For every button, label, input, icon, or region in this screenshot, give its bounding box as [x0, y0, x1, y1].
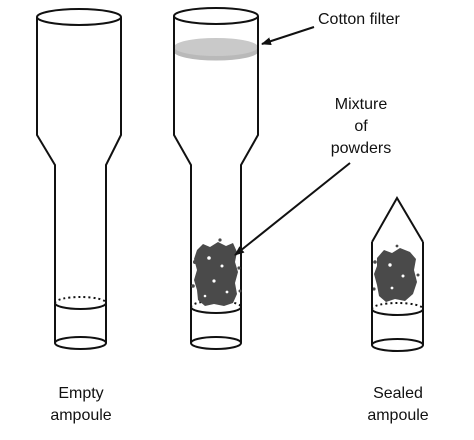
empty-ampoule-neck-rim: [54, 302, 107, 310]
cotton-filter-top: [174, 38, 258, 56]
filled-ampoule-top-rim: [173, 7, 259, 25]
mixture-arrow: [234, 162, 351, 256]
empty-ampoule-label-line1: Empty: [58, 385, 103, 402]
empty-ampoule-top-rim: [36, 8, 122, 26]
mixture-label: Mixture of powders: [331, 96, 391, 157]
mixture-label-line2: of: [354, 118, 368, 135]
sealed-ampoule-bottom: [371, 338, 424, 352]
empty-ampoule-right-wall: [105, 17, 122, 343]
mixture-label-line3: powders: [331, 140, 391, 157]
powder-mixture-sealed: [372, 244, 420, 302]
sealed-ampoule-label: Sealed ampoule: [367, 385, 428, 424]
filled-ampoule-bottom: [190, 336, 242, 350]
powder-mixture-filled: [191, 238, 242, 306]
filled-ampoule-right-wall: [240, 16, 259, 343]
sealed-ampoule-hidden-rim: [371, 302, 424, 310]
sealed-ampoule: [371, 196, 424, 352]
sealed-ampoule-rim: [371, 308, 424, 316]
mixture-label-line1: Mixture: [335, 96, 388, 113]
sealed-ampoule-label-line2: ampoule: [367, 407, 428, 424]
sealed-ampoule-label-line1: Sealed: [373, 385, 423, 402]
empty-ampoule-label: Empty ampoule: [50, 385, 111, 424]
filled-ampoule-left-wall: [173, 16, 192, 343]
empty-ampoule-left-wall: [36, 17, 56, 343]
empty-ampoule-bottom: [54, 336, 107, 350]
cotton-filter-arrow: [261, 26, 315, 46]
filled-ampoule: [173, 7, 259, 350]
empty-ampoule-label-line2: ampoule: [50, 407, 111, 424]
cotton-filter-label: Cotton filter: [318, 11, 400, 28]
sealed-ampoule-tip: [371, 196, 424, 243]
empty-ampoule-neck-hidden-rim: [54, 296, 107, 304]
empty-ampoule: [36, 8, 122, 350]
filled-ampoule-neck-rim: [190, 306, 242, 314]
